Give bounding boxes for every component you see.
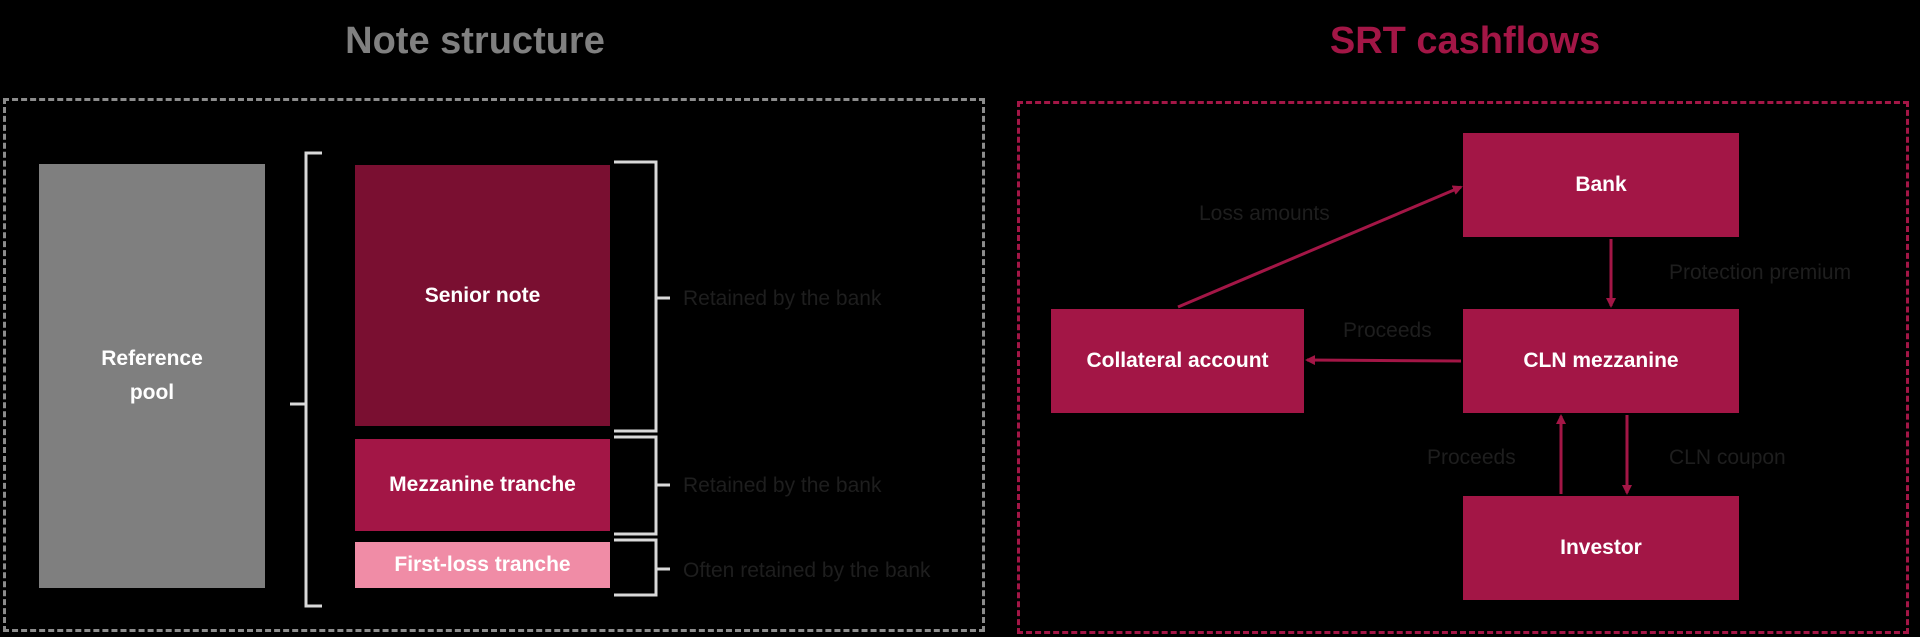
mezzanine-retention-label: Retained by the bank bbox=[683, 474, 882, 497]
first-loss-retention-label: Often retained by the bank bbox=[683, 559, 931, 582]
first-loss-tranche-box: First-loss tranche bbox=[355, 542, 610, 588]
proceeds-collateral-label: Proceeds bbox=[1343, 319, 1432, 342]
mezzanine-bracket bbox=[614, 435, 658, 536]
investor-node: Investor bbox=[1463, 496, 1739, 600]
senior-bracket bbox=[614, 160, 658, 433]
proceeds-collateral-arrow bbox=[1305, 355, 1462, 366]
bank-node: Bank bbox=[1463, 133, 1739, 237]
senior-retention-label: Retained by the bank bbox=[683, 287, 882, 310]
senior-note-label: Senior note bbox=[424, 283, 541, 307]
bank-label: Bank bbox=[1575, 173, 1627, 196]
collateral-account-label: Collateral account bbox=[1086, 349, 1269, 372]
proceeds-investor-label: Proceeds bbox=[1427, 446, 1516, 469]
mezzanine-tranche-box: Mezzanine tranche bbox=[355, 439, 610, 531]
protection-premium-label: Protection premium bbox=[1669, 261, 1852, 284]
cln-coupon-label: CLN coupon bbox=[1669, 446, 1786, 469]
srt-cashflows-title: SRT cashflows bbox=[1329, 20, 1601, 62]
cln-mezzanine-label: CLN mezzanine bbox=[1523, 349, 1679, 372]
note-structure-panel bbox=[3, 98, 985, 632]
collateral-account-node: Collateral account bbox=[1051, 309, 1304, 413]
senior-note-box: Senior note bbox=[355, 165, 610, 426]
cln-mezzanine-node: CLN mezzanine bbox=[1463, 309, 1739, 413]
investor-label: Investor bbox=[1560, 536, 1642, 559]
first-loss-bracket bbox=[614, 538, 658, 597]
first-loss-tranche-label: First-loss tranche bbox=[394, 553, 571, 576]
mezzanine-tranche-label: Mezzanine tranche bbox=[389, 473, 576, 496]
loss-amounts-label: Loss amounts bbox=[1199, 202, 1330, 225]
reference-pool-label-line2: pool bbox=[129, 381, 175, 404]
loss-amounts-arrow bbox=[1177, 185, 1463, 309]
reference-pool-label-line1: Reference bbox=[101, 347, 203, 371]
reference-pool-box: Reference pool bbox=[39, 164, 265, 588]
pool-bracket bbox=[304, 151, 322, 608]
note-structure-title: Note structure bbox=[345, 20, 605, 62]
srt-cashflows-panel bbox=[1017, 101, 1909, 634]
